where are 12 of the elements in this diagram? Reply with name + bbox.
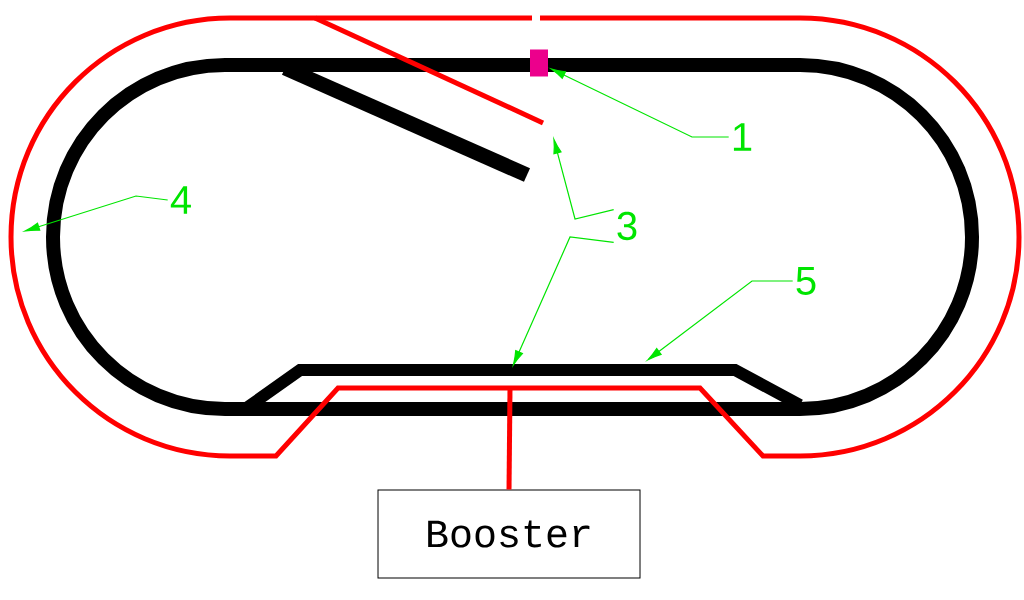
feeder-wire [506, 387, 513, 490]
callout-number: 4 [170, 186, 191, 214]
leader-line [24, 195, 169, 232]
leader-line [512, 236, 615, 366]
callout-number: 3 [617, 211, 637, 241]
leader-line [647, 280, 794, 361]
insulator-block [530, 49, 548, 77]
booster-box: Booster [377, 489, 641, 579]
callout-number: 1 [733, 123, 752, 151]
callout-number: 5 [796, 267, 816, 295]
leader-line [553, 138, 615, 220]
leader-line [550, 68, 730, 138]
